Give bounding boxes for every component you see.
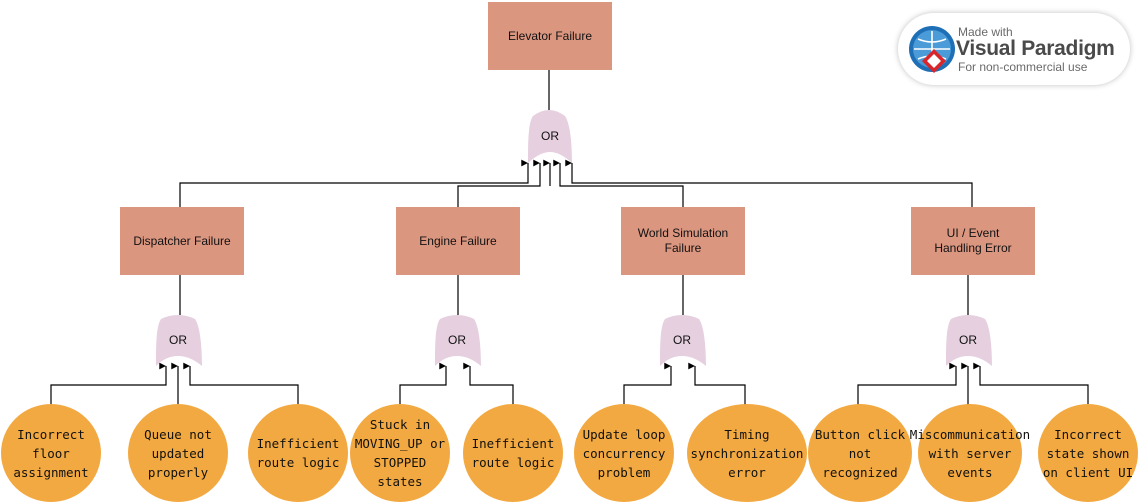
leaf-label: Inefficient route logic	[471, 436, 555, 470]
subsystem-label: Engine Failure	[419, 233, 497, 248]
leaf-event[interactable]: Incorrect floor assignment	[1, 404, 101, 502]
or-gate-top: OR	[528, 110, 572, 163]
gate-label: OR	[541, 129, 559, 143]
subsystem-box-engine[interactable]: Engine Failure	[396, 207, 520, 275]
watermark-line3: For non-commercial use	[958, 60, 1088, 74]
or-gate-world-simulation: OR	[660, 315, 706, 366]
watermark-brand: Visual Paradigm	[956, 37, 1115, 60]
subsystem-label: World Simulation Failure	[637, 226, 729, 255]
or-gate-dispatcher: OR	[156, 315, 202, 366]
leaf-label: Miscommunication with server events	[909, 426, 1031, 480]
or-gate-ui: OR	[946, 315, 992, 366]
subsystem-label: Dispatcher Failure	[133, 233, 231, 248]
connectors-level2	[179, 275, 969, 315]
leaf-label: Queue not updated properly	[144, 426, 212, 480]
subsystem-label: UI / Event Handling Error	[934, 226, 1012, 255]
leaf-event[interactable]: Miscommunication with server events	[910, 404, 1030, 502]
leaf-label: Inefficient route logic	[256, 436, 340, 470]
top-event-box[interactable]: Elevator Failure	[488, 2, 612, 70]
visual-paradigm-logo-icon	[909, 26, 955, 73]
leaf-event[interactable]: Inefficient route logic	[463, 404, 563, 502]
subsystem-box-ui[interactable]: UI / Event Handling Error	[911, 207, 1035, 275]
leaf-event[interactable]: Queue not updated properly	[128, 404, 228, 502]
gate-label: OR	[959, 333, 977, 347]
leaf-event[interactable]: Incorrect state shown on client UI	[1038, 404, 1138, 502]
connectors-level1	[179, 159, 973, 207]
visual-paradigm-badge: Made with Visual Paradigm For non-commer…	[898, 13, 1130, 85]
leaf-label: Incorrect floor assignment	[13, 426, 89, 480]
top-event-label: Elevator Failure	[507, 28, 593, 43]
leaf-event[interactable]: Update loop concurrency problem	[574, 404, 674, 502]
watermark-line1: Made with	[958, 25, 1013, 39]
leaf-event[interactable]: Button click not recognized	[808, 404, 912, 502]
leaf-label: Incorrect state shown on client UI	[1042, 426, 1134, 480]
leaf-label: Button click not recognized	[814, 426, 906, 480]
leaf-event[interactable]: Timing synchronization error	[687, 404, 807, 502]
connectors-level3	[50, 362, 1089, 405]
gate-label: OR	[673, 333, 691, 347]
subsystem-box-world-simulation[interactable]: World Simulation Failure	[621, 207, 745, 275]
leaf-event[interactable]: Inefficient route logic	[248, 404, 348, 502]
subsystem-box-dispatcher[interactable]: Dispatcher Failure	[120, 207, 244, 275]
leaf-label: Stuck in MOVING_UP or STOPPED states	[354, 417, 446, 489]
gate-label: OR	[448, 333, 466, 347]
leaf-label: Update loop concurrency problem	[582, 426, 666, 480]
leaf-event[interactable]: Stuck in MOVING_UP or STOPPED states	[350, 404, 450, 502]
or-gate-engine: OR	[435, 315, 481, 366]
gate-label: OR	[169, 333, 187, 347]
leaf-label: Timing synchronization error	[690, 426, 804, 480]
